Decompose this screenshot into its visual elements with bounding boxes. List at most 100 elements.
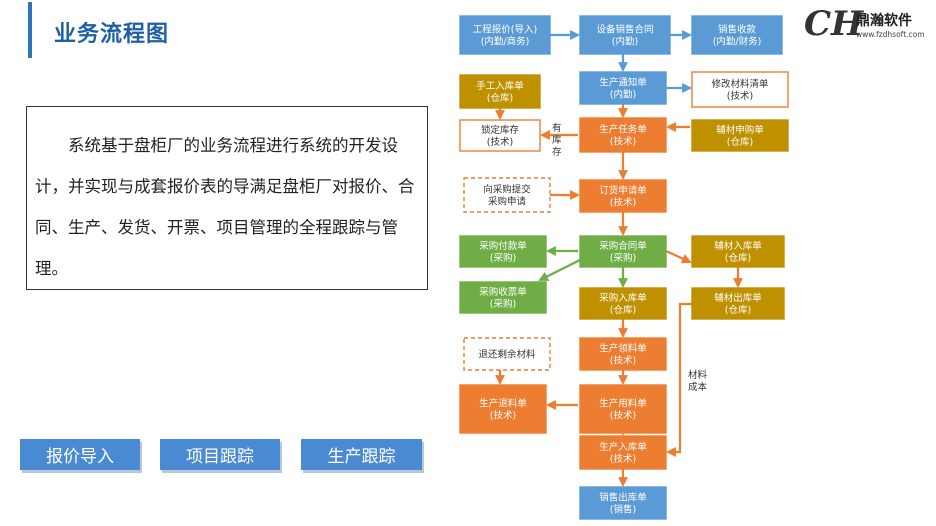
flow-node-sale-out: 销售出库单(销售)	[579, 486, 667, 520]
flow-node-text: (技术)	[610, 453, 636, 465]
flow-node-text: (仓库)	[487, 92, 513, 104]
flow-node-box	[579, 235, 667, 268]
flow-arrow	[666, 302, 692, 457]
flow-node-ret: 生产退料单(技术)	[459, 384, 547, 434]
company-logo: CH 鼎瀚软件 www.fzdhsoft.com	[804, 4, 932, 44]
flow-node-box	[579, 117, 667, 153]
flow-node-text: (内勤/财务)	[713, 36, 762, 48]
flow-node-text: (技术)	[727, 90, 753, 102]
flow-node-text: 订货申请单	[599, 185, 647, 197]
flow-node-text: (采购)	[490, 252, 516, 264]
flow-node-text: (采购)	[610, 252, 636, 264]
flow-node-notice: 生产通知单(内勤)	[579, 71, 667, 105]
flow-node-box	[579, 384, 667, 434]
flow-node-text: 辅材申购单	[716, 124, 764, 136]
flow-node-text: (技术)	[610, 136, 636, 148]
flow-node-box	[459, 384, 547, 434]
logo-name: 鼎瀚软件	[856, 13, 912, 29]
description-box: 系统基于盘柜厂的业务流程进行系统的开发设计，并实现与成套报价表的导满足盘柜厂对报…	[26, 106, 428, 290]
flow-node-text: (技术)	[610, 410, 636, 422]
flow-node-text: 退还剩余材料	[478, 349, 536, 361]
flow-node-box	[459, 119, 541, 152]
flow-node-box	[579, 435, 667, 470]
flow-side-label-stock: 库	[552, 134, 562, 146]
flow-node-text: (仓库)	[610, 304, 636, 316]
flow-nodes: 工程报价(导入)(内勤/商务)设备销售合同(内勤)销售收款(内勤/财务)生产通知…	[459, 15, 789, 520]
flow-node-box	[579, 71, 667, 105]
flow-node-text: (内勤)	[610, 89, 636, 101]
flow-side-label-cost: 材料	[688, 369, 708, 381]
flow-node-po-in: 采购入库单(仓库)	[579, 287, 667, 320]
flow-node-box	[579, 179, 667, 213]
flow-node-text: 采购合同单	[599, 240, 647, 252]
flow-node-box	[579, 287, 667, 320]
flow-node-return-mat: 退还剩余材料	[463, 337, 551, 371]
flow-node-box	[579, 337, 667, 371]
flow-node-text: (内勤/商务)	[481, 36, 530, 48]
flow-node-aux-in: 辅材入库单(仓库)	[691, 235, 785, 268]
flow-node-text: (采购)	[490, 298, 516, 310]
logo-mark-icon: CH	[804, 4, 864, 44]
flow-node-text: 修改材料清单	[711, 78, 769, 90]
flow-node-pay: 采购付款单(采购)	[459, 235, 547, 268]
flow-node-box	[463, 337, 551, 371]
flow-node-text: 生产用料单	[599, 398, 647, 410]
flow-node-prod-in: 生产入库单(技术)	[579, 435, 667, 470]
description-text: 系统基于盘柜厂的业务流程进行系统的开发设计，并实现与成套报价表的导满足盘柜厂对报…	[35, 136, 415, 278]
flow-node-text: (仓库)	[725, 252, 751, 264]
flow-node-box	[579, 486, 667, 520]
flow-node-text: (销售)	[610, 504, 636, 516]
flow-node-text: 生产领料单	[599, 343, 647, 355]
flow-node-text: 采购收票单	[479, 286, 527, 298]
flow-node-box	[691, 287, 785, 320]
flow-arrow	[538, 257, 585, 281]
flow-node-task: 生产任务单(技术)	[579, 117, 667, 153]
flow-node-text: 采购入库单	[599, 292, 647, 304]
flow-node-box	[691, 235, 785, 268]
flow-node-text: 辅材入库单	[714, 240, 762, 252]
flow-node-text: 采购申请	[488, 196, 527, 208]
flow-node-text: 生产入库单	[599, 441, 647, 453]
flow-node-box	[691, 119, 789, 152]
flow-node-text: 采购付款单	[479, 240, 527, 252]
flow-node-text: 生产通知单	[599, 77, 647, 89]
flow-node-box	[463, 177, 551, 213]
flow-node-text: 销售收款	[718, 24, 757, 36]
flow-node-text: 设备销售合同	[596, 24, 653, 36]
flow-edges	[495, 30, 743, 487]
flow-node-text: 手工入库单	[476, 80, 524, 92]
flow-node-box	[459, 235, 547, 268]
quote-import-button[interactable]: 报价导入	[20, 439, 140, 470]
production-tracking-button[interactable]: 生产跟踪	[301, 439, 422, 470]
logo-url: www.fzdhsoft.com	[856, 30, 925, 39]
flow-node-box	[459, 15, 551, 55]
flow-side-label-cost: 成本	[688, 381, 708, 393]
flow-node-text: 生产任务单	[599, 124, 647, 136]
project-tracking-button[interactable]: 项目跟踪	[160, 439, 280, 470]
flow-node-quote: 工程报价(导入)(内勤/商务)	[459, 15, 551, 55]
flow-node-text: (技术)	[610, 355, 636, 367]
page-title: 业务流程图	[54, 22, 170, 47]
flow-node-text: 锁定库存	[481, 124, 520, 136]
flow-node-box	[459, 281, 547, 314]
flow-node-text: 辅材出库单	[714, 292, 762, 304]
flow-node-box	[691, 71, 789, 108]
flow-side-label-stock: 存	[552, 146, 562, 158]
flow-arrow	[665, 250, 692, 264]
flow-node-po: 采购合同单(采购)	[579, 235, 667, 268]
flow-node-text: (仓库)	[725, 304, 751, 316]
flow-node-text: (技术)	[487, 136, 513, 148]
flow-node-invoice: 采购收票单(采购)	[459, 281, 547, 314]
flow-node-order-req: 订货申请单(技术)	[579, 179, 667, 213]
flow-node-text: 工程报价(导入)	[473, 24, 537, 36]
flow-node-text: (技术)	[610, 197, 636, 209]
flow-node-modify: 修改材料清单(技术)	[691, 71, 789, 108]
title-accent-bar	[28, 2, 32, 58]
flow-node-text: (内勤)	[612, 36, 638, 48]
flow-node-text: 销售出库单	[599, 492, 647, 504]
flow-node-aux-out: 辅材出库单(仓库)	[691, 287, 785, 320]
flow-node-text: 生产退料单	[479, 398, 527, 410]
flow-node-box	[579, 15, 671, 55]
